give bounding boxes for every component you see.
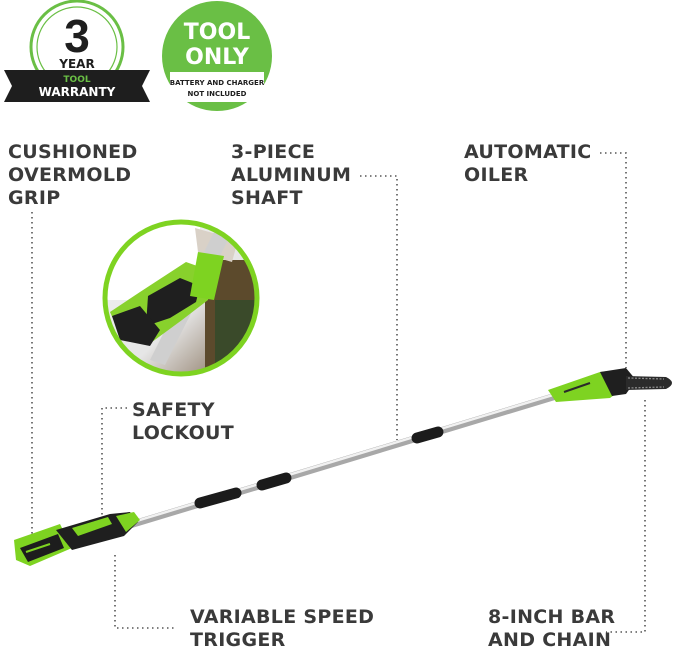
tool-only-badge: TOOL ONLY BATTERY AND CHARGER NOT INCLUD… [162, 1, 272, 111]
warranty-badge: 3 YEAR TOOL WARRANTY [4, 0, 150, 102]
warranty-line1: TOOL [63, 75, 90, 85]
shaft-grip-2 [256, 472, 292, 491]
callout-aluminum-shaft: 3-PIECE ALUMINUM SHAFT [231, 141, 351, 210]
callout-oiler-line1: AUTOMATIC [464, 141, 592, 163]
shaft-grip-3 [411, 426, 444, 444]
tool-only-sub2: NOT INCLUDED [188, 90, 247, 98]
warranty-word: YEAR [58, 57, 94, 71]
callout-safety-lockout: SAFETY LOCKOUT [132, 399, 234, 445]
callout-shaft-line1: 3-PIECE [231, 141, 316, 163]
leader-trigger [114, 555, 176, 629]
callout-cushioned-grip: CUSHIONED OVERMOLD GRIP [8, 141, 138, 210]
rear-handle [56, 512, 138, 550]
grip-closeup-inset [102, 219, 260, 377]
callout-bar-line1: 8-INCH BAR [488, 606, 616, 628]
leader-lockout [101, 407, 127, 520]
pole-saw [14, 368, 672, 566]
shaft-grip-1 [194, 487, 242, 509]
callout-bar-and-chain: 8-INCH BAR AND CHAIN [488, 606, 615, 652]
callout-variable-speed-trigger: VARIABLE SPEED TRIGGER [190, 606, 374, 652]
tool-only-sub1: BATTERY AND CHARGER [170, 79, 265, 87]
tool-only-line1: TOOL [184, 20, 250, 45]
tool-only-line2: ONLY [185, 45, 250, 70]
leader-bar [606, 400, 646, 633]
leader-oiler [600, 152, 627, 368]
callout-grip-line1: CUSHIONED [8, 141, 138, 163]
callout-trigger-line1: VARIABLE SPEED [190, 606, 375, 628]
warranty-line2: WARRANTY [39, 85, 116, 99]
callout-trigger-line2: TRIGGER [190, 629, 286, 651]
callout-grip-line3: GRIP [8, 187, 61, 209]
callout-grip-line2: OVERMOLD [8, 164, 132, 186]
callout-lockout-line2: LOCKOUT [132, 422, 235, 444]
leader-lines [31, 152, 646, 633]
callout-automatic-oiler: AUTOMATIC OILER [464, 141, 591, 187]
callout-bar-line2: AND CHAIN [488, 629, 612, 651]
callout-oiler-line2: OILER [464, 164, 529, 186]
callout-shaft-line2: ALUMINUM [231, 164, 352, 186]
callout-lockout-line1: SAFETY [132, 399, 215, 421]
warranty-number: 3 [64, 10, 90, 62]
leader-shaft [360, 175, 398, 440]
callout-shaft-line3: SHAFT [231, 187, 303, 209]
